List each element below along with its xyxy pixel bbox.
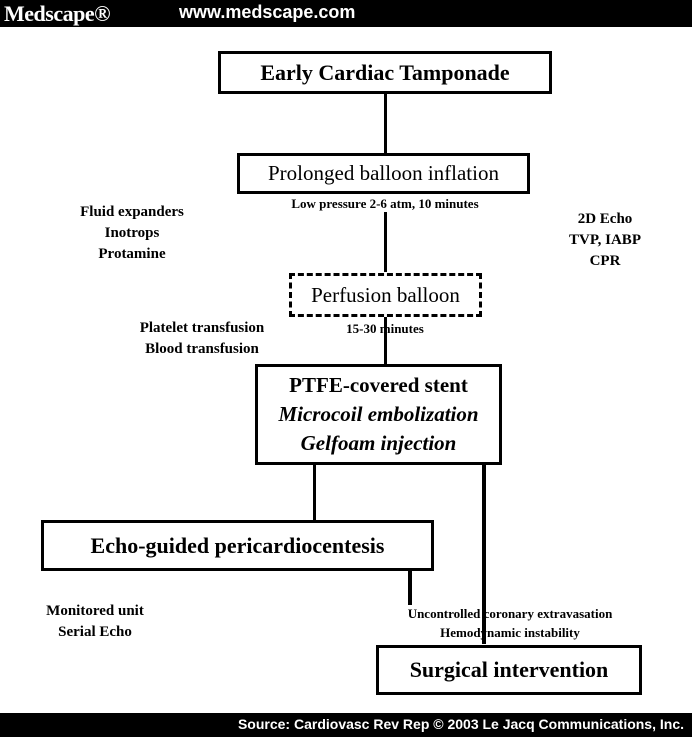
connector-echo-down: [408, 571, 412, 605]
uncontrolled-extravasation-label: Uncontrolled coronary extravasation: [407, 606, 613, 621]
perfusion-balloon-label: Perfusion balloon: [311, 282, 460, 307]
gelfoam-label: Gelfoam injection: [300, 431, 457, 455]
note-item: Platelet transfusion: [139, 320, 265, 336]
site-url: www.medscape.com: [179, 2, 356, 22]
prolonged-balloon-subtitle: Low pressure 2-6 atm, 10 minutes: [291, 196, 479, 211]
note-item: Inotrops: [104, 225, 160, 241]
header-bar: Medscape® www.medscape.com: [0, 0, 692, 27]
perfusion-balloon-box: Perfusion balloon: [289, 273, 482, 317]
echo-pericardiocentesis-label: Echo-guided pericardiocentesis: [90, 532, 385, 558]
early-cardiac-tamponade-label: Early Cardiac Tamponade: [260, 59, 510, 85]
connector-stent-surgical: [482, 464, 486, 644]
note-item: TVP, IABP: [569, 232, 641, 248]
medscape-logo: Medscape®: [4, 1, 111, 26]
note-item: 2D Echo: [577, 211, 633, 227]
prolonged-balloon-box: Prolonged balloon inflation: [237, 153, 530, 194]
source-credit: Source: Cardiovasc Rev Rep © 2003 Le Jac…: [237, 716, 684, 732]
note-right-support: 2D Echo TVP, IABP CPR: [545, 209, 665, 272]
surgical-intervention-label: Surgical intervention: [409, 657, 609, 682]
echo-pericardiocentesis-box: Echo-guided pericardiocentesis: [41, 520, 434, 571]
prolonged-balloon-label: Prolonged balloon inflation: [268, 161, 499, 185]
note-item: Protamine: [98, 246, 166, 262]
stent-label: PTFE-covered stent: [289, 373, 468, 397]
note-item: Monitored unit: [46, 603, 144, 619]
surgical-intervention-box: Surgical intervention: [376, 645, 642, 695]
footer-bar: Source: Cardiovasc Rev Rep © 2003 Le Jac…: [0, 713, 692, 737]
hemodynamic-instability-label: Hemodynamic instability: [440, 625, 580, 640]
connector-early-prolonged: [384, 92, 387, 154]
microcoil-label: Microcoil embolization: [278, 402, 479, 426]
note-left-transfusion: Platelet transfusion Blood transfusion: [122, 318, 282, 360]
stent-options-box: PTFE-covered stent Microcoil embolizatio…: [255, 364, 502, 465]
note-item: Serial Echo: [58, 624, 132, 640]
perfusion-balloon-subtitle: 15-30 minutes: [346, 321, 424, 336]
note-item: Blood transfusion: [145, 341, 259, 357]
connector-prolonged-perfusion: [384, 212, 387, 272]
note-left-medications: Fluid expanders Inotrops Protamine: [52, 202, 212, 265]
early-cardiac-tamponade-box: Early Cardiac Tamponade: [218, 51, 552, 94]
note-left-monitoring: Monitored unit Serial Echo: [30, 601, 160, 643]
connector-perfusion-stent: [384, 316, 387, 366]
note-item: Fluid expanders: [80, 204, 184, 220]
note-item: CPR: [589, 253, 621, 269]
connector-stent-echo: [313, 464, 316, 522]
